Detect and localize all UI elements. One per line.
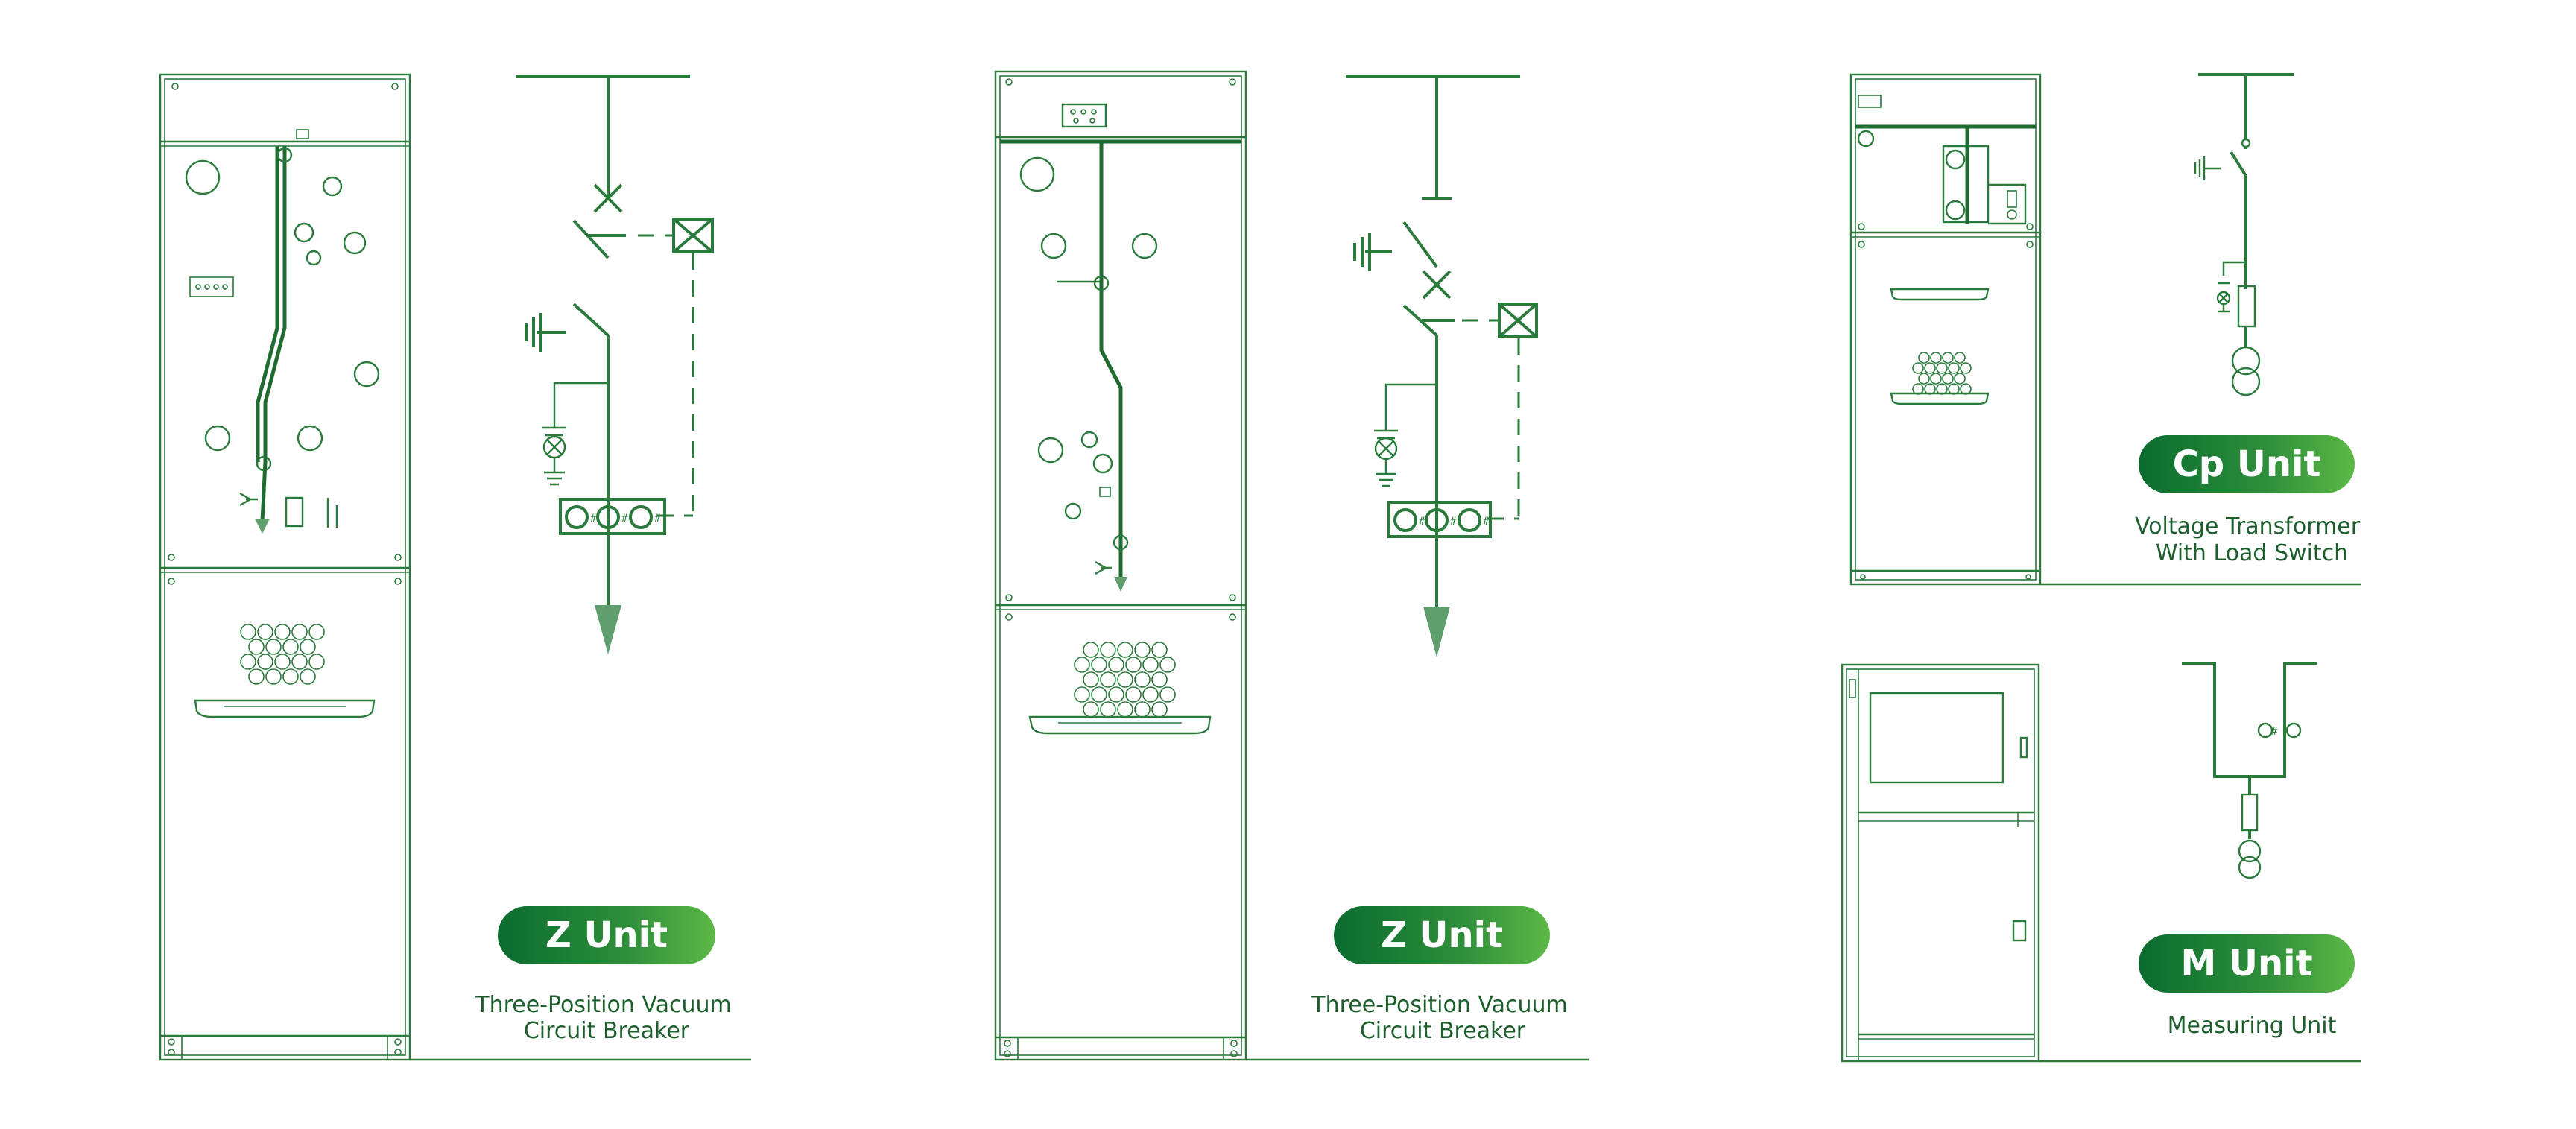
caption-line2-cp: With Load Switch (2156, 540, 2348, 566)
badge-label-cp: Cp Unit (2173, 443, 2321, 485)
ventilation-grille-z1 (240, 624, 325, 685)
vacuum-breaker-symbol-z2 (1422, 270, 1452, 300)
handle-z2 (1028, 715, 1212, 735)
caption-line2-z1: Circuit Breaker (524, 1018, 690, 1044)
unit-m: # M Unit Measuring Unit (1841, 662, 2361, 1063)
badge-label-z1: Z Unit (545, 914, 668, 956)
unit-badge-z2: Z Unit (1334, 906, 1550, 964)
handle-z1 (194, 699, 376, 718)
earthing-switch-symbol-z2 (1353, 233, 1392, 271)
svg-text:#: # (2271, 726, 2278, 738)
current-transformer-symbol-m: # (2257, 722, 2302, 739)
svg-text:#: # (1419, 516, 1425, 528)
svg-text:#: # (590, 513, 597, 525)
ventilation-grille-z2 (1074, 642, 1176, 718)
svg-text:#: # (1450, 516, 1457, 528)
unit-cp: Cp Unit Voltage Transformer With Load Sw… (1849, 73, 2361, 586)
caption-line1-z2: Three-Position Vacuum (1311, 992, 1567, 1018)
single-line-schematic-z1: # # # (516, 75, 714, 654)
single-line-schematic-cp (2194, 73, 2294, 396)
unit-z1: # # # Z Unit Three-Position Vacuum Circu… (159, 73, 751, 1061)
indicator-lamp-symbol-cp (2216, 291, 2231, 306)
unit-badge-z1: Z Unit (498, 906, 715, 964)
indicator-lamp-symbol-z2 (1374, 437, 1398, 461)
cabinet-panel-m (1841, 663, 2361, 1063)
vacuum-breaker-symbol-z1 (593, 183, 623, 213)
svg-text:#: # (1483, 516, 1490, 528)
fuse-symbol-m (2241, 793, 2259, 832)
cabinet-panel-z1 (159, 73, 751, 1061)
earthing-switch-symbol-cp (2194, 156, 2221, 180)
caption-line1-z1: Three-Position Vacuum (475, 992, 731, 1018)
caption-line2-z2: Circuit Breaker (1360, 1018, 1526, 1044)
indicator-lamp-symbol-z1 (542, 435, 566, 459)
svg-text:#: # (654, 513, 661, 525)
voltage-transformer-symbol-cp (2231, 346, 2261, 396)
badge-label-z2: Z Unit (1381, 914, 1503, 956)
current-transformer-symbol-z2: # # # (1387, 501, 1492, 538)
caption-line1-cp: Voltage Transformer (2135, 513, 2361, 540)
single-line-schematic-m: # (2182, 662, 2317, 879)
badge-label-m: M Unit (2180, 943, 2312, 984)
cabinet-panel-cp (1849, 73, 2361, 586)
ventilation-grille-cp (1912, 352, 1972, 395)
caption-line1-m: Measuring Unit (2168, 1013, 2337, 1039)
svg-text:#: # (621, 513, 628, 525)
handle-cp-top (1890, 288, 1990, 301)
fuse-symbol-cp (2237, 285, 2256, 328)
unit-badge-m: M Unit (2139, 934, 2355, 993)
single-line-schematic-z2: # # # (1346, 75, 1538, 657)
earthing-switch-symbol-z1 (525, 313, 566, 352)
unit-z2: # # # Z Unit Three-Position Vacuum Circu… (994, 70, 1589, 1061)
handle-cp (1890, 392, 1990, 405)
cabinet-panel-z2 (994, 70, 1589, 1061)
voltage-transformer-symbol-m (2238, 839, 2262, 879)
unit-badge-cp: Cp Unit (2139, 435, 2355, 493)
current-transformer-symbol-z1: # # # (559, 498, 666, 535)
